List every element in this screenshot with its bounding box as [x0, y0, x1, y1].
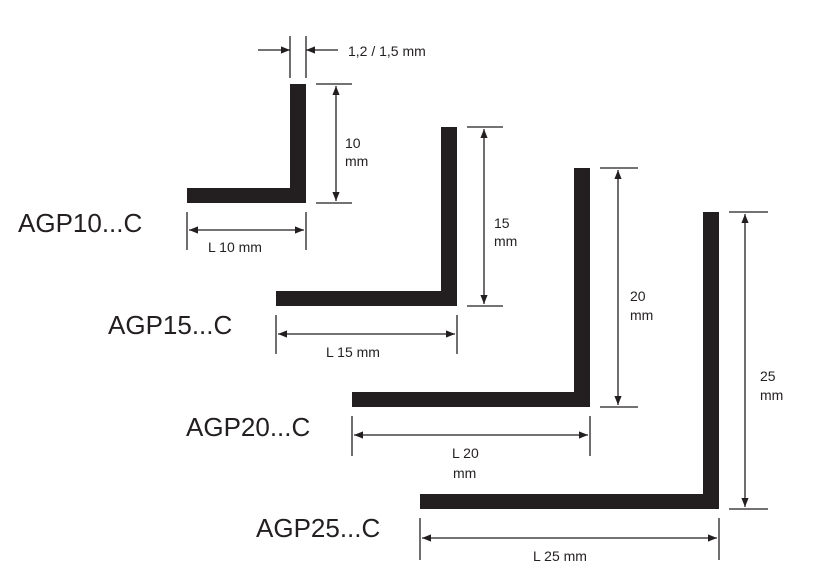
profile-agp15: 15 mm L 15 mm AGP15...C: [108, 126, 517, 360]
height-value: 15: [494, 215, 510, 231]
part-number-label: AGP25...C: [256, 513, 380, 543]
length-label: L 15 mm: [326, 344, 380, 360]
thickness-dimension: 1,2 / 1,5 mm: [258, 36, 426, 78]
part-number-label: AGP10...C: [18, 208, 142, 238]
height-unit: mm: [630, 307, 653, 323]
thickness-label: 1,2 / 1,5 mm: [348, 43, 426, 59]
height-unit: mm: [494, 233, 517, 249]
height-unit: mm: [760, 387, 783, 403]
angle-profile-shape: [352, 168, 590, 407]
length-label: L 25 mm: [533, 548, 587, 564]
height-value: 25: [760, 368, 776, 384]
part-number-label: AGP15...C: [108, 310, 232, 340]
profile-agp20: 20 mm L 20 mm AGP20...C: [186, 167, 653, 481]
part-number-label: AGP20...C: [186, 412, 310, 442]
profile-agp10: 10 mm L 10 mm AGP10...C: [18, 83, 368, 255]
height-value: 20: [630, 288, 646, 304]
length-label: L 20: [452, 445, 479, 461]
height-value: 10: [345, 135, 361, 151]
length-label: L 10 mm: [208, 239, 262, 255]
angle-profile-shape: [187, 84, 306, 203]
length-unit: mm: [453, 465, 476, 481]
profile-agp25: 25 mm L 25 mm AGP25...C: [256, 211, 783, 564]
height-unit: mm: [345, 153, 368, 169]
